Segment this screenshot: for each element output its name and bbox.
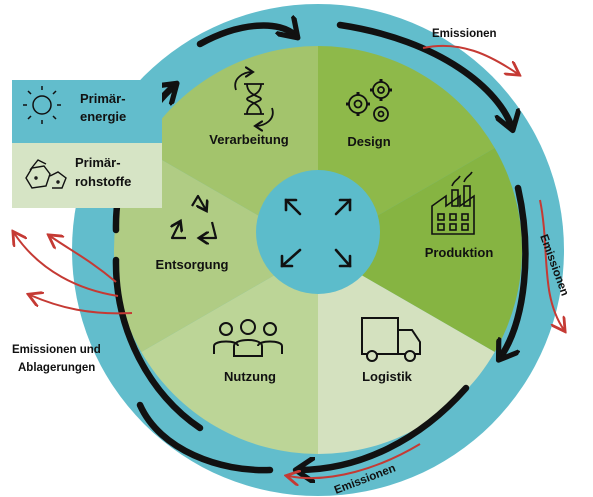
primaerrohstoffe-box <box>12 143 162 208</box>
input-energie-line1: Primär- <box>80 91 126 106</box>
segment-entsorgung <box>113 148 318 352</box>
expand-arrows-icon <box>280 198 352 268</box>
input-rohstoffe-line2: rohstoffe <box>75 174 131 189</box>
label-verarbeitung: Verarbeitung <box>209 132 289 147</box>
gears-icon <box>346 79 392 122</box>
truck-icon <box>361 317 421 362</box>
input-rohstoffe-line1: Primär- <box>75 155 121 170</box>
cycle-arrows <box>112 25 529 470</box>
users-icon <box>213 319 283 357</box>
emission-arrows <box>14 44 564 478</box>
sun-icon <box>23 86 61 124</box>
center-circle <box>256 170 380 294</box>
recycle-icon <box>172 194 218 238</box>
segment-nutzung <box>141 250 318 454</box>
emission-label-top-right: Emissionen <box>432 28 497 40</box>
stones-icon <box>25 159 67 189</box>
label-entsorgung: Entsorgung <box>156 257 229 272</box>
emission-label-left-line2: Ablagerungen <box>18 362 95 374</box>
label-logistik: Logistik <box>362 369 413 384</box>
factory-icon <box>431 171 475 235</box>
label-produktion: Produktion <box>425 245 494 260</box>
input-energie-line2: energie <box>80 109 126 124</box>
label-design: Design <box>347 134 390 149</box>
hourglass-icon <box>234 72 274 126</box>
primaerenergie-box <box>12 80 162 143</box>
emission-label-left-line1: Emissionen und <box>12 344 101 356</box>
label-nutzung: Nutzung <box>224 369 276 384</box>
